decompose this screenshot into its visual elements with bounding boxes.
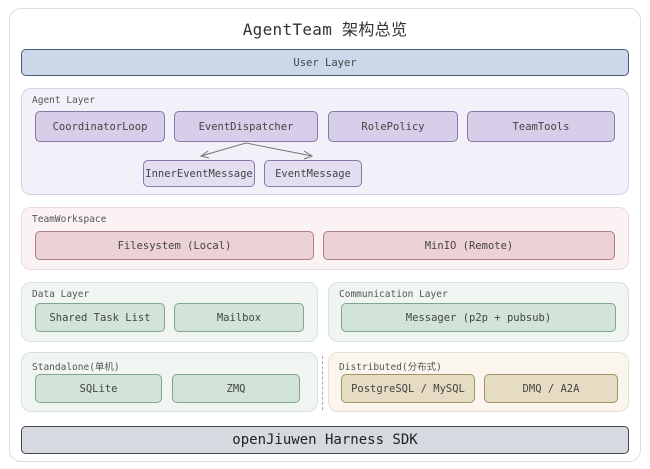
shared-task-list-box: Shared Task List: [35, 303, 165, 332]
sqlite-box: SQLite: [35, 374, 162, 403]
distributed-label: Distributed(分布式): [339, 362, 442, 373]
team-workspace-label: TeamWorkspace: [32, 214, 107, 225]
mailbox-box: Mailbox: [174, 303, 304, 332]
minio-remote-box: MinIO (Remote): [323, 231, 615, 260]
communication-layer-label: Communication Layer: [339, 289, 448, 300]
standalone-distributed-divider: [322, 356, 323, 410]
messager-box: Messager (p2p + pubsub): [341, 303, 616, 332]
diagram-title: AgentTeam 架构总览: [242, 20, 408, 39]
event-dispatcher-box: EventDispatcher: [174, 111, 318, 142]
sdk-layer: openJiuwen Harness SDK: [21, 426, 629, 454]
user-layer: User Layer: [21, 49, 629, 76]
role-policy-box: RolePolicy: [328, 111, 458, 142]
postgresql-mysql-box: PostgreSQL / MySQL: [341, 374, 475, 403]
team-tools-box: TeamTools: [467, 111, 615, 142]
agent-layer-label: Agent Layer: [32, 95, 95, 106]
standalone-label: Standalone(单机): [32, 362, 120, 373]
zmq-box: ZMQ: [172, 374, 300, 403]
filesystem-local-box: Filesystem (Local): [35, 231, 314, 260]
data-layer-label: Data Layer: [32, 289, 90, 300]
event-message-box: EventMessage: [264, 160, 362, 187]
coordinator-loop-box: CoordinatorLoop: [35, 111, 165, 142]
dmq-a2a-box: DMQ / A2A: [484, 374, 618, 403]
inner-event-message-box: InnerEventMessage: [143, 160, 255, 187]
